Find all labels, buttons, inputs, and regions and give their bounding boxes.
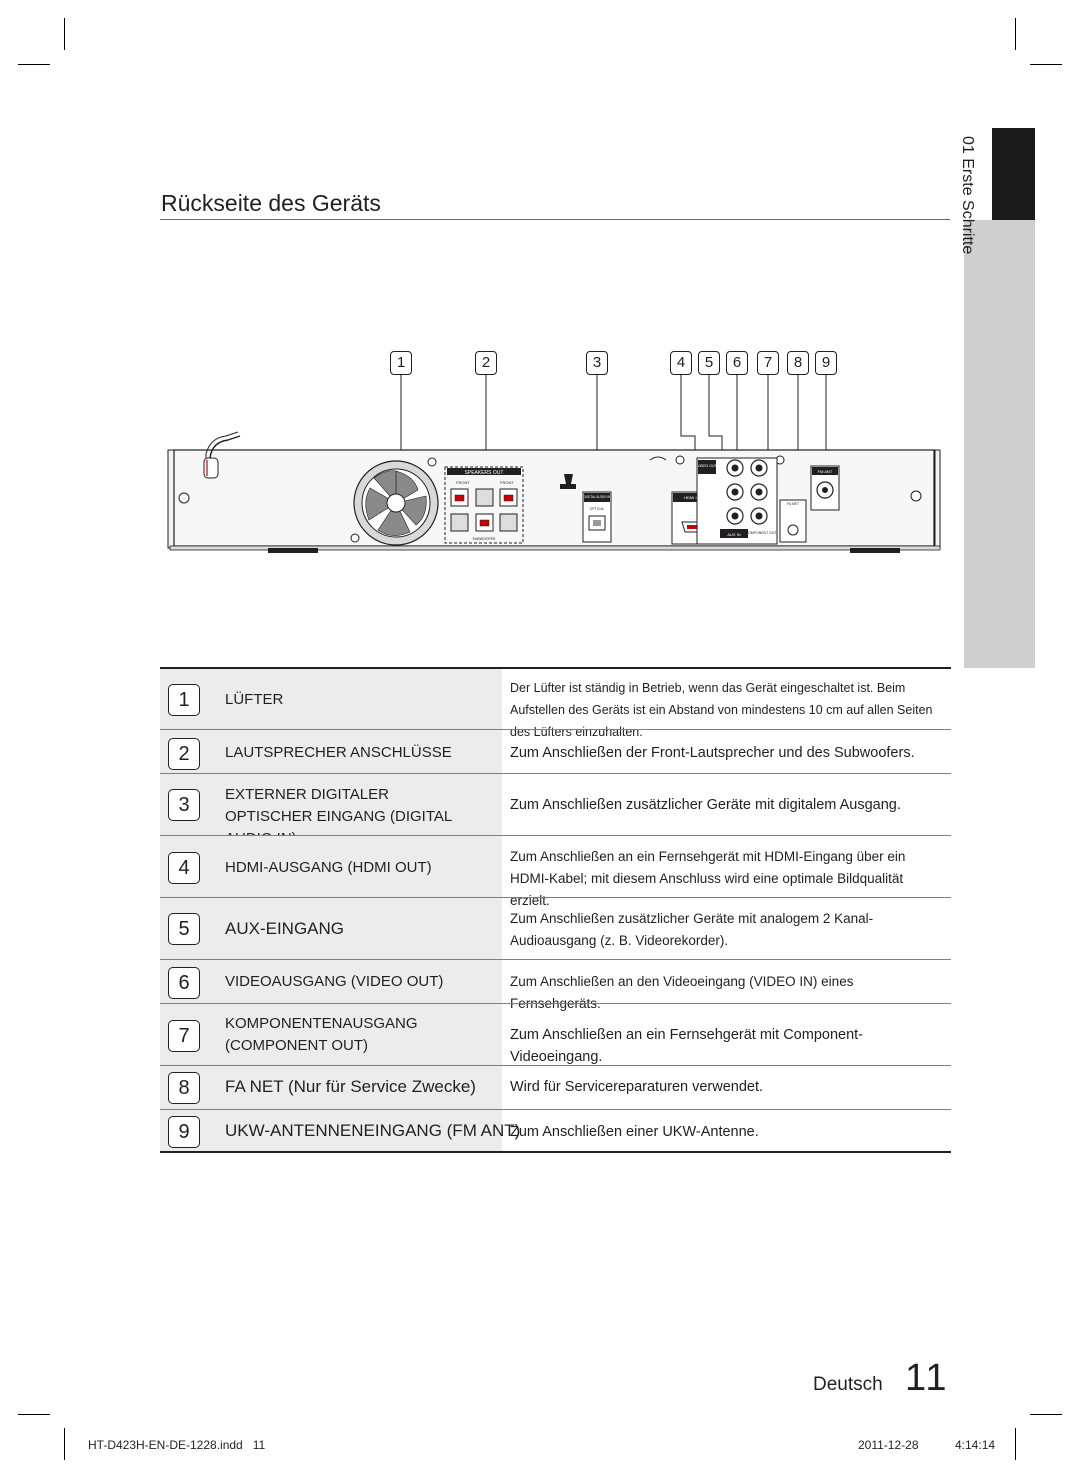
table-top-rule <box>160 667 951 669</box>
row-label: UKW-ANTENNENEINGANG (FM ANT) <box>225 1121 521 1140</box>
crop-mark <box>18 64 50 65</box>
page-title: Rückseite des Geräts <box>161 190 381 216</box>
svg-text:AUX IN: AUX IN <box>727 532 740 537</box>
svg-text:FA NET: FA NET <box>787 502 800 506</box>
svg-text:FRONT: FRONT <box>456 480 470 485</box>
crop-mark <box>1015 18 1016 50</box>
speakers-out-label: SPEAKERS OUT <box>465 470 504 476</box>
row-description: Zum Anschließen zusätzlicher Geräte mit … <box>510 911 874 948</box>
side-tab-label: 01 Erste Schritte <box>959 136 976 255</box>
row-label: AUX-EINGANG <box>225 919 345 938</box>
callout-1: 1 <box>390 351 412 375</box>
row-description: Zum Anschließen an ein Fernsehgerät mit … <box>510 849 906 908</box>
crop-mark <box>1015 1428 1016 1460</box>
row-number: 7 <box>168 1020 200 1052</box>
row-description: Zum Anschließen zusätzlicher Geräte mit … <box>510 797 901 813</box>
row-label: VIDEOAUSGANG (VIDEO OUT) <box>225 973 444 990</box>
callout-8: 8 <box>787 351 809 375</box>
svg-text:VIDEO OUT: VIDEO OUT <box>697 464 717 468</box>
row-label: HDMI-AUSGANG (HDMI OUT) <box>225 859 432 876</box>
crop-mark <box>1030 64 1062 65</box>
row-number: 9 <box>168 1116 200 1148</box>
fan-graphic <box>353 460 439 546</box>
crop-mark <box>1030 1414 1062 1415</box>
svg-text:DIGITAL AUDIO IN: DIGITAL AUDIO IN <box>584 495 612 499</box>
row-number: 8 <box>168 1072 200 1104</box>
callout-2: 2 <box>475 351 497 375</box>
row-number: 2 <box>168 738 200 770</box>
row-label: EXTERNER DIGITALER OPTISCHER EINGANG (DI… <box>225 786 452 847</box>
callout-6: 6 <box>726 351 748 375</box>
rear-panel-svg: SPEAKERS OUT FRONT FRONT SUBWOOFER DIGIT… <box>167 375 941 553</box>
callout-3: 3 <box>586 351 608 375</box>
callout-4: 4 <box>670 351 692 375</box>
language-label: Deutsch <box>813 1374 883 1395</box>
crop-mark <box>64 18 65 50</box>
rear-panel-diagram: SPEAKERS OUT FRONT FRONT SUBWOOFER DIGIT… <box>160 350 950 560</box>
row-description: Der Lüfter ist ständig in Betrieb, wenn … <box>510 681 933 739</box>
side-tab-background <box>964 220 1035 668</box>
footer-time: 4:14:14 <box>955 1438 996 1452</box>
row-number: 5 <box>168 913 200 945</box>
row-number: 1 <box>168 684 200 716</box>
row-description: Zum Anschließen der Front-Lautsprecher u… <box>510 745 915 761</box>
crop-mark <box>64 1428 65 1460</box>
svg-text:COMPONENT OUT: COMPONENT OUT <box>745 531 777 535</box>
page-number: 11 <box>905 1357 949 1399</box>
footer-date: 2011-12-28 <box>858 1438 919 1452</box>
callout-5: 5 <box>698 351 720 375</box>
row-number: 4 <box>168 852 200 884</box>
callout-9: 9 <box>815 351 837 375</box>
row-description: Zum Anschließen an den Videoeingang (VID… <box>510 974 854 1011</box>
row-label: KOMPONENTENAUSGANG (COMPONENT OUT) <box>225 1015 418 1054</box>
svg-text:FRONT: FRONT <box>500 480 514 485</box>
callout-7: 7 <box>757 351 779 375</box>
svg-text:HDMI OUT: HDMI OUT <box>684 495 704 500</box>
table-bottom-rule <box>160 1151 951 1153</box>
row-label: LAUTSPRECHER ANSCHLÜSSE <box>225 744 452 761</box>
row-description: Zum Anschließen an ein Fernsehgerät mit … <box>510 1027 864 1065</box>
crop-mark <box>18 1414 50 1415</box>
title-rule <box>160 219 950 220</box>
footer-file: HT-D423H-EN-DE-1228.indd 11 <box>88 1438 266 1452</box>
svg-text:SUBWOOFER: SUBWOOFER <box>473 537 496 541</box>
svg-text:OPTICAL: OPTICAL <box>590 507 605 511</box>
row-number: 3 <box>168 789 200 821</box>
row-label: FA NET (Nur für Service Zwecke) <box>225 1077 476 1096</box>
row-description: Wird für Servicereparaturen verwendet. <box>510 1079 764 1095</box>
row-description: Zum Anschließen einer UKW-Antenne. <box>510 1124 759 1140</box>
row-label: LÜFTER <box>225 691 284 708</box>
side-tab-marker <box>992 128 1035 220</box>
row-number: 6 <box>168 967 200 999</box>
svg-text:FM ANT: FM ANT <box>818 469 833 474</box>
